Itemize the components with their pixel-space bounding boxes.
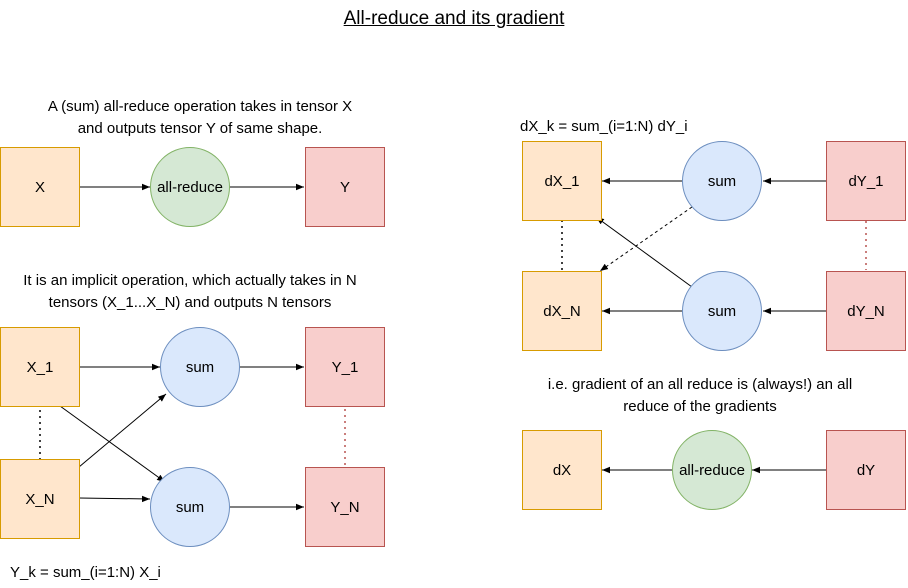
grad-dxn-box: dX_N — [522, 271, 602, 351]
tensor-y1-box: Y_1 — [305, 327, 385, 407]
implicit-text-line1: It is an implicit operation, which actua… — [23, 272, 357, 289]
arrow-xn-to-sum-bottom — [78, 495, 151, 503]
all-reduce-backward-circle: all-reduce — [672, 430, 752, 510]
sum-backward-bottom-circle: sum — [682, 271, 762, 351]
arrow-x1-to-sum-bottom — [59, 405, 166, 483]
implicit-text: It is an implicit operation, which actua… — [0, 270, 380, 314]
sum-backward-top-circle: sum — [682, 141, 762, 221]
intro-text: A (sum) all-reduce operation takes in te… — [0, 96, 400, 140]
all-reduce-forward-circle: all-reduce — [150, 147, 230, 227]
sum-forward-top-circle: sum — [160, 327, 240, 407]
arrow-sum-bottom-to-dx1 — [595, 216, 693, 288]
conclusion-text: i.e. gradient of an all reduce is (alway… — [500, 374, 900, 418]
tensor-xn-box: X_N — [0, 459, 80, 539]
conclusion-text-line2: reduce of the gradients — [623, 398, 777, 415]
grad-dx1-box: dX_1 — [522, 141, 602, 221]
backward-formula: dX_k = sum_(i=1:N) dY_i — [520, 118, 688, 135]
grad-dx-box: dX — [522, 430, 602, 510]
tensor-x1-box: X_1 — [0, 327, 80, 407]
tensor-y-box: Y — [305, 147, 385, 227]
forward-formula: Y_k = sum_(i=1:N) X_i — [10, 564, 161, 581]
grad-dyn-box: dY_N — [826, 271, 906, 351]
tensor-x-box: X — [0, 147, 80, 227]
implicit-text-line2: tensors (X_1...X_N) and outputs N tensor… — [48, 294, 332, 311]
arrow-xn-to-sum-top — [78, 393, 167, 468]
intro-text-line2: and outputs tensor Y of same shape. — [77, 120, 323, 137]
grad-dy1-box: dY_1 — [826, 141, 906, 221]
intro-text-line1: A (sum) all-reduce operation takes in te… — [47, 98, 353, 115]
grad-dy-box: dY — [826, 430, 906, 510]
tensor-yn-box: Y_N — [305, 467, 385, 547]
sum-forward-bottom-circle: sum — [150, 467, 230, 547]
arrow-sum-top-to-dxn-dashed — [599, 206, 693, 272]
conclusion-text-line1: i.e. gradient of an all reduce is (alway… — [547, 376, 853, 393]
page-title: All-reduce and its gradient — [343, 8, 565, 29]
